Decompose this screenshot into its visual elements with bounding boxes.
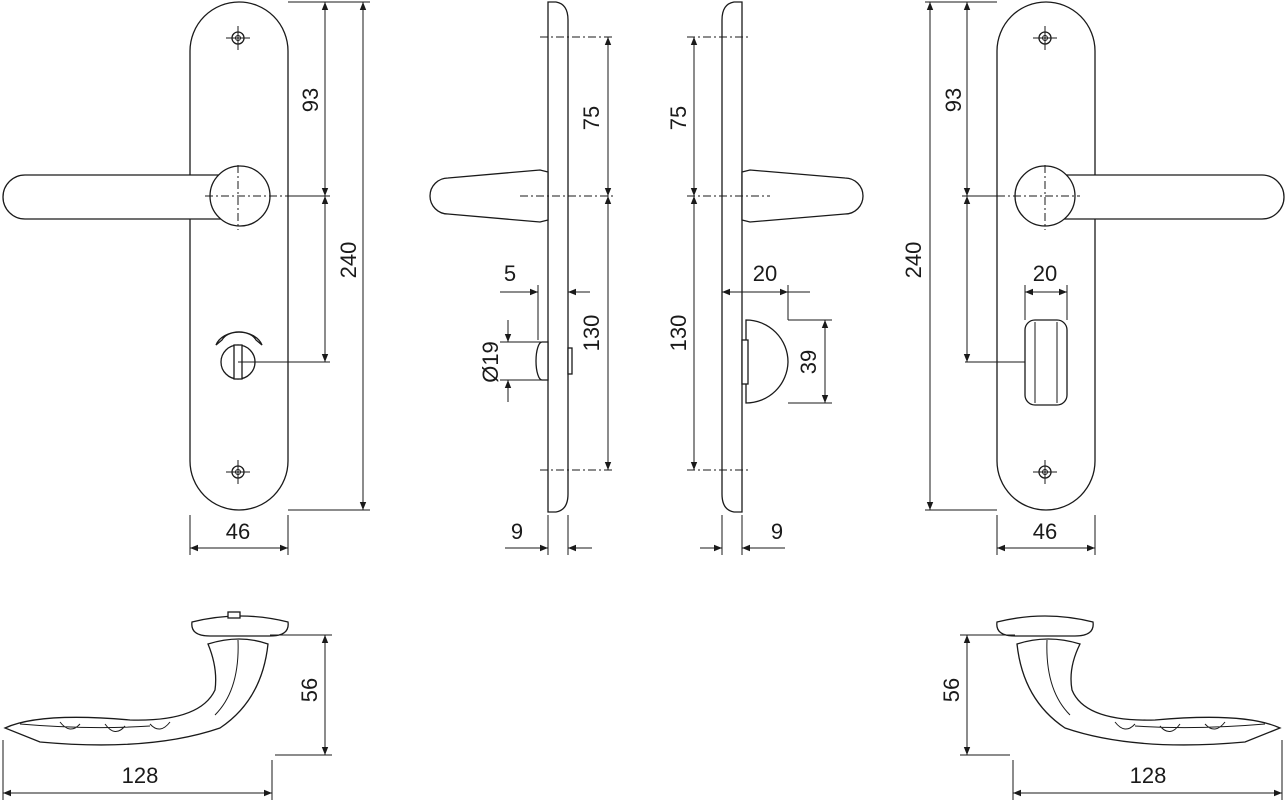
screw-icon (226, 26, 250, 50)
backplate (996, 1, 1096, 511)
lever-side (741, 169, 864, 223)
thumb-turn (1024, 319, 1068, 406)
rose-top (996, 615, 1094, 637)
dim-93: 93 (298, 88, 323, 112)
left-top-view: 56 128 (2, 611, 332, 800)
lever-top (3, 638, 269, 746)
backplate-side (721, 1, 743, 513)
dim-56: 56 (939, 678, 964, 702)
dim-56: 56 (297, 678, 322, 702)
dim-5: 5 (504, 261, 516, 286)
dim-9: 9 (771, 519, 783, 544)
screw-icon (1033, 460, 1057, 484)
backplate-side (547, 1, 569, 513)
dim-240: 240 (336, 242, 361, 279)
lever-top (1016, 638, 1282, 746)
knob-side (535, 341, 549, 381)
dim-75: 75 (579, 106, 604, 130)
right-side-view: 75 130 20 39 9 (666, 1, 864, 555)
dim-46: 46 (1033, 519, 1057, 544)
dim-240: 240 (901, 242, 926, 279)
left-front-view: 93 240 46 (2, 1, 370, 555)
dim-93: 93 (941, 88, 966, 112)
knob-half-round (745, 319, 789, 404)
dim-128: 128 (1130, 763, 1167, 788)
screw-icon (226, 460, 250, 484)
rose-top (191, 615, 289, 637)
backplate (189, 1, 289, 511)
dim-128: 128 (122, 763, 159, 788)
screw-icon (1033, 26, 1057, 50)
dim-75: 75 (666, 106, 691, 130)
dim-diameter-19: Ø19 (478, 341, 503, 383)
dim-9: 9 (511, 519, 523, 544)
lever-side (429, 169, 549, 223)
dim-130: 130 (666, 315, 691, 352)
dim-20: 20 (753, 261, 777, 286)
dim-130: 130 (579, 315, 604, 352)
right-top-view: 56 128 (939, 615, 1283, 800)
dim-46: 46 (226, 519, 250, 544)
dim-39: 39 (796, 350, 821, 374)
right-front-view: 93 240 20 46 (901, 1, 1285, 555)
dim-20: 20 (1033, 261, 1057, 286)
left-side-view: 75 130 5 Ø19 9 (429, 1, 615, 555)
indicator (215, 331, 263, 346)
